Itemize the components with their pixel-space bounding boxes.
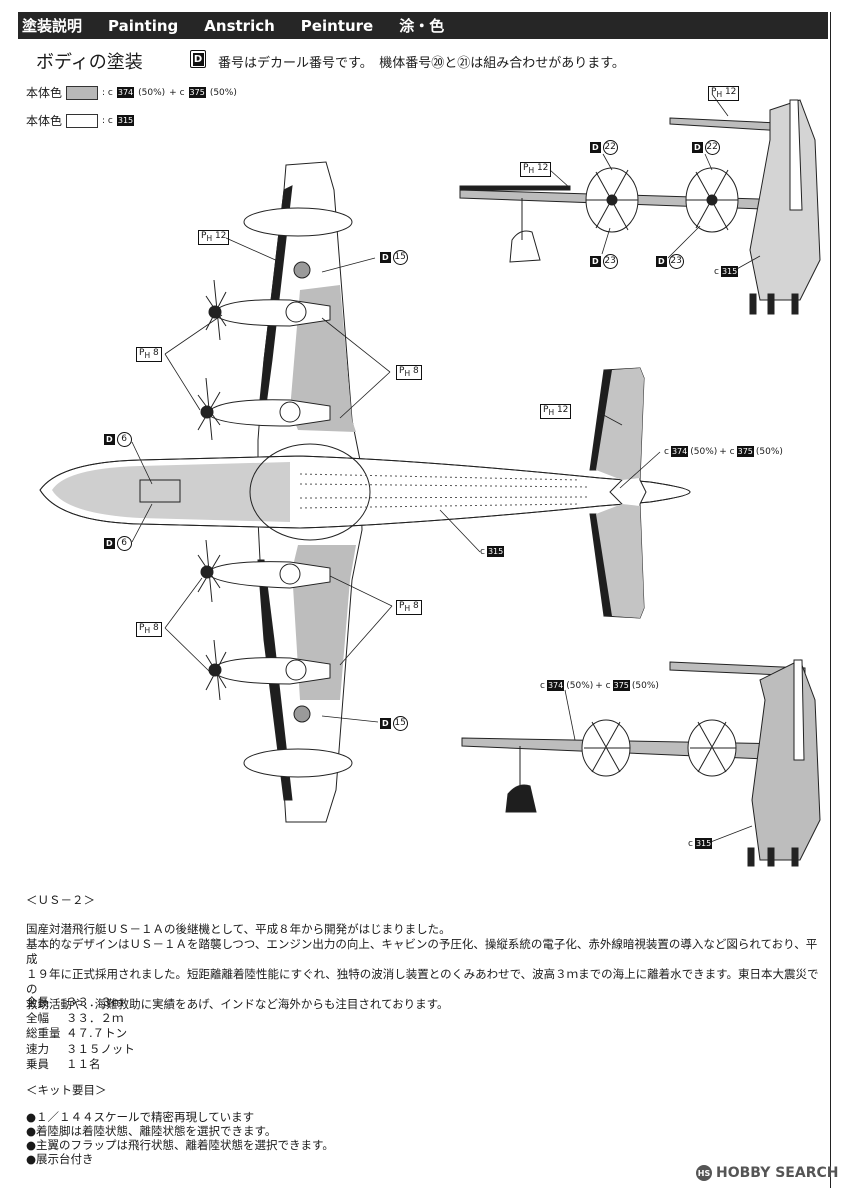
header-label-zh: 涂・色 (399, 17, 445, 35)
float-front-upper (509, 230, 541, 263)
callout-ph8-lower-left: PH 8 (136, 622, 162, 637)
front-view-upper (459, 99, 821, 315)
header-bar: 塗装説明 Painting Anstrich Peinture 涂・色 (18, 12, 828, 39)
cockpit (139, 479, 181, 503)
kit-item: ●主翼のフラップは飛行状態、離着陸状態を選択できます。 (26, 1138, 334, 1152)
front-fin-lower (793, 659, 805, 761)
front-fin-upper (789, 99, 803, 211)
front-props-upper (585, 167, 739, 233)
callout-ph12-tail: PH 12 (540, 404, 572, 419)
decal-icon: D (190, 50, 206, 68)
header-label-ja: 塗装説明 (22, 17, 83, 35)
description-line: 国産対潜飛行艇ＵＳ－１Ａの後継機として、平成８年から開発がはじまりました。 (26, 922, 451, 936)
callout-ph12-front-tail: PH 12 (708, 86, 740, 101)
float-front-lower (505, 784, 537, 813)
header-label-fr: Peinture (300, 16, 374, 35)
gray-swatch (66, 85, 99, 100)
fuselage-rivets (299, 473, 591, 509)
description-heading: ＜ＵＳ－２＞ (26, 893, 95, 907)
description-line: １９年に正式採用されました。短距離離着陸性能にすぐれ、独特の波消し装置とのくみあ… (26, 967, 819, 996)
kit-heading: ＜キット要目＞ (26, 1083, 107, 1097)
header-label-de: Anstrich (204, 16, 275, 35)
front-view-lower (461, 659, 821, 867)
front-fuselage-upper (749, 99, 821, 301)
front-props-lower (581, 719, 737, 777)
callout-ph12-wing: PH 12 (198, 230, 230, 245)
kit-features: ●１／１４４スケールで精密再現しています ●着陸脚は着陸状態、離陸状態を選択でき… (26, 1110, 334, 1166)
description-body: 国産対潜飛行艇ＵＳ－１Ａの後継機として、平成８年から開発がはじまりました。 基本… (26, 922, 826, 1012)
float-lower (243, 748, 353, 778)
kit-item: ●展示台付き (26, 1152, 94, 1166)
engine-nacelles (209, 299, 331, 685)
callout-ph12-front-wing: PH 12 (520, 162, 552, 177)
front-fuselage-lower (751, 659, 821, 861)
page-frame (18, 12, 831, 1188)
roundel-upper (293, 261, 311, 279)
description-line: 基本的なデザインはＵＳ－１Ａを踏襲しつつ、エンジン出力の向上、キャビンの予圧化、… (26, 937, 818, 966)
decal-note: 番号はデカール番号です。 機体番号⑳と㉑は組み合わせがあります。 (218, 56, 625, 71)
landing-gear-upper (749, 293, 799, 315)
propellers-top (197, 279, 227, 701)
tail-gray-lower (596, 504, 644, 618)
fuselage-outline (39, 455, 691, 529)
legend-label: 本体色 (26, 114, 63, 128)
white-swatch (66, 113, 99, 128)
legend-label: 本体色 (26, 86, 63, 100)
kit-item: ●１／１４４スケールで精密再現しています (26, 1110, 255, 1124)
callout-ph8-upper-right: PH 8 (396, 365, 422, 380)
watermark-text: HOBBY SEARCH (716, 1165, 839, 1181)
front-wing-stripe-upper (459, 185, 571, 191)
callout-ph8-upper-left: PH 8 (136, 347, 162, 362)
wing-root-fairing (249, 443, 371, 541)
aircraft-diagram (39, 93, 821, 867)
description-line: 救助活動や、海難救助に実績をあげ、インドなど海外からも注目されております。 (26, 997, 449, 1011)
roundel-lower (293, 705, 311, 723)
header-label-en: Painting (108, 16, 179, 35)
watermark-logo-icon: HS (696, 1165, 712, 1181)
watermark: HS HOBBY SEARCH (696, 1165, 838, 1181)
float-upper (243, 207, 353, 237)
leader-lines (131, 93, 761, 844)
kit-item: ●着陸脚は着陸状態、離陸状態を選択できます。 (26, 1124, 277, 1138)
landing-gear-lower (747, 847, 799, 867)
callout-ph8-lower-right: PH 8 (396, 600, 422, 615)
section-title: ボディの塗装 (36, 52, 143, 73)
